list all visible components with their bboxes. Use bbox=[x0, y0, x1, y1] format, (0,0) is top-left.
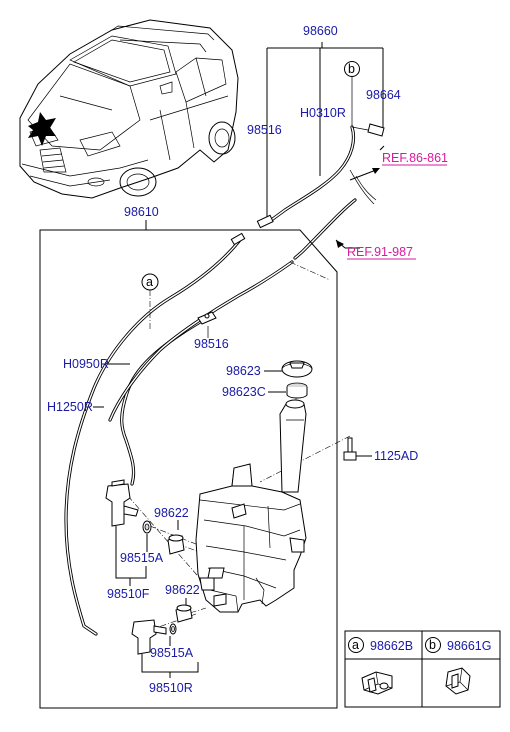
washer-reservoir bbox=[195, 399, 307, 613]
legend-a-part: 98662B bbox=[370, 639, 413, 653]
clip-98661g-icon bbox=[445, 667, 471, 695]
label-98510r: 98510R bbox=[149, 681, 193, 695]
clip-98662b-icon bbox=[361, 671, 393, 695]
label-98622-top: 98622 bbox=[154, 506, 189, 520]
callout-b: b bbox=[348, 62, 355, 76]
label-1125ad: 1125AD bbox=[374, 449, 418, 463]
label-98516-mid: 98516 bbox=[194, 337, 229, 351]
legend-a-letter: a bbox=[352, 638, 359, 652]
front-washer-pump: 98622 98515A 98510F bbox=[105, 479, 189, 601]
ref-91-987: REF.91-987 bbox=[347, 245, 413, 259]
label-98660: 98660 bbox=[303, 24, 338, 38]
clip-legend: a 98662B b 98661G bbox=[344, 630, 501, 708]
reservoir-location-mark bbox=[28, 112, 56, 146]
reservoir-cap: 98623 98623C bbox=[222, 360, 313, 399]
label-98515a-top: 98515A bbox=[120, 551, 164, 565]
label-98623: 98623 bbox=[226, 364, 261, 378]
callout-a: a bbox=[146, 275, 153, 289]
front-hose-assembly: 98660 b H0310R 98664 98516 REF.86-861 bbox=[247, 24, 448, 229]
label-h0310r: H0310R bbox=[300, 106, 346, 120]
legend-b-part: 98661G bbox=[447, 639, 491, 653]
reference-91-987: REF.91-987 bbox=[293, 198, 416, 260]
label-98516-top: 98516 bbox=[247, 123, 282, 137]
label-98623c: 98623C bbox=[222, 385, 266, 399]
legend-b-letter: b bbox=[429, 638, 436, 652]
label-98664: 98664 bbox=[366, 88, 401, 102]
label-98515a-bottom: 98515A bbox=[150, 646, 194, 660]
label-98610: 98610 bbox=[124, 205, 159, 219]
label-h1250r: H1250R bbox=[47, 400, 93, 414]
reservoir-assembly-frame: 98610 bbox=[39, 205, 338, 709]
washer-hoses bbox=[64, 232, 294, 636]
label-98510f: 98510F bbox=[107, 587, 150, 601]
bolt-1125ad: 1125AD bbox=[343, 437, 418, 463]
rear-washer-pump: 98622 98515A 98510R bbox=[131, 583, 200, 695]
vehicle-illustration bbox=[19, 19, 239, 199]
label-h0950r: H0950R bbox=[63, 357, 109, 371]
label-98622-bottom: 98622 bbox=[165, 583, 200, 597]
ref-86-861: REF.86-861 bbox=[382, 151, 448, 165]
